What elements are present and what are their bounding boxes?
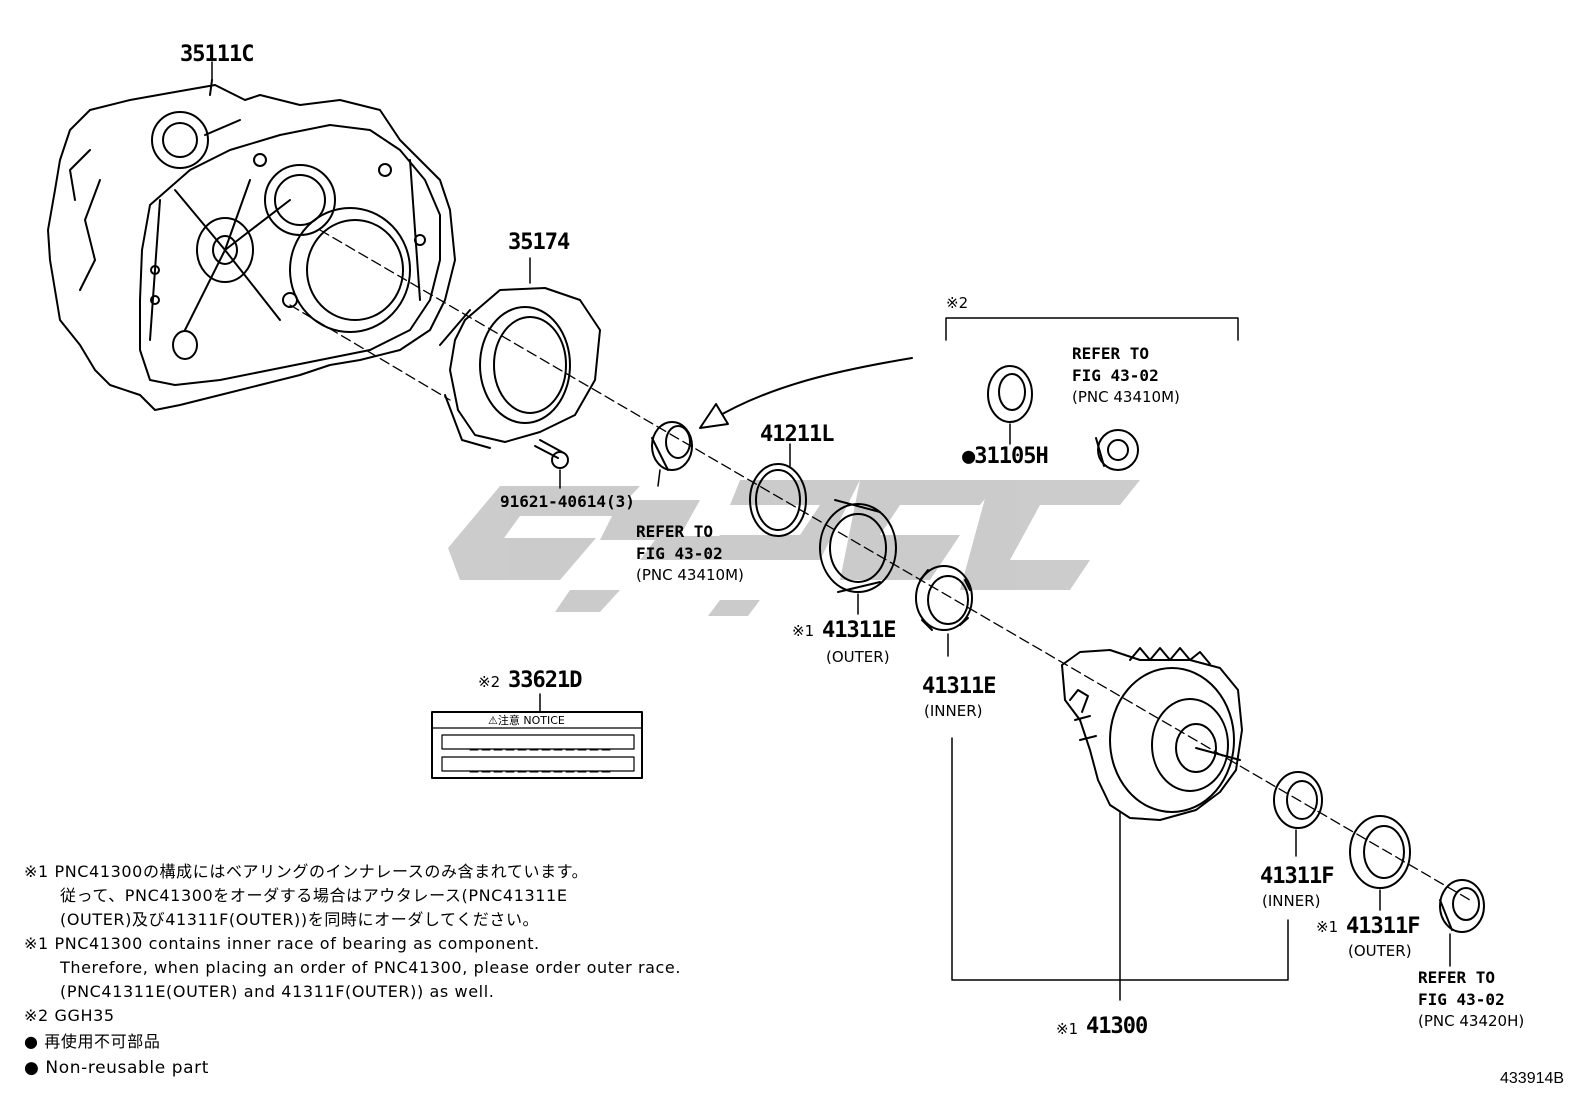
note-mark-notice-label: ※2 [478, 673, 501, 691]
inner-bearing-e-drawing [915, 565, 973, 657]
note-non-reusable-jp: ● 再使用不可部品 [24, 1032, 161, 1051]
bolt-drawing [534, 439, 569, 489]
figure-code: 433914B [1500, 1070, 1565, 1087]
group2-bracket [945, 317, 1239, 341]
ref-fig-right[interactable]: FIG 43-02 [1072, 366, 1159, 385]
part-label-inner-bearing-e[interactable]: 41311E [922, 674, 996, 699]
part-label-outer-race-e[interactable]: 41311E [822, 618, 896, 643]
group2-mark: ※2 [946, 294, 969, 312]
note-en-line-1: ※1 PNC41300 contains inner race of beari… [24, 934, 540, 953]
note-ggh35: ※2 GGH35 [24, 1006, 115, 1025]
curved-arrow [699, 357, 913, 429]
part-label-oil-seal-right[interactable]: ●31105H [962, 444, 1049, 469]
part-label-shim[interactable]: 41211L [760, 422, 834, 447]
note-mark-outer-e: ※1 [792, 622, 815, 640]
part-label-differential[interactable]: 41300 [1086, 1014, 1148, 1039]
shim-drawing [749, 443, 807, 537]
ref-fig-left[interactable]: FIG 43-02 [636, 544, 723, 563]
inner-bearing-f-drawing [1273, 771, 1323, 857]
part-sub-inner-e: (INNER) [924, 702, 983, 720]
ref-fig-end[interactable]: FIG 43-02 [1418, 990, 1505, 1009]
part-sub-outer-f: (OUTER) [1348, 942, 1412, 960]
note-jp-line-1: ※1 PNC41300の構成にはベアリングのインナレースのみ含まれています。 [24, 862, 589, 881]
note-en-line-3: (PNC41311E(OUTER) and 41311F(OUTER)) as … [60, 982, 495, 1001]
part-label-outer-race-f[interactable]: 41311F [1346, 914, 1420, 939]
oil-seal-right-drawing [987, 365, 1033, 445]
oil-seal-left-drawing [651, 421, 693, 487]
bearing-retainer-drawing [439, 257, 601, 449]
component-bracket [951, 737, 1289, 981]
center-axis-lines [289, 229, 1471, 901]
ref-label-end: REFER TO [1418, 968, 1496, 987]
part-label-bolt[interactable]: 91621-40614(3) [500, 492, 635, 511]
note-mark-diff: ※1 [1056, 1020, 1079, 1038]
part-sub-inner-f: (INNER) [1262, 892, 1321, 910]
note-jp-line-3: (OUTER)及び41311F(OUTER))を同時にオーダしてください。 [60, 910, 540, 929]
outer-race-f-drawing [1349, 815, 1411, 911]
outer-race-e-drawing [819, 499, 897, 615]
note-non-reusable-en: ● Non-reusable part [24, 1058, 210, 1078]
ref-pnc-right: (PNC 43410M) [1072, 388, 1180, 406]
differential-drawing [1061, 647, 1243, 1001]
part-label-notice[interactable]: 33621D [508, 668, 582, 693]
part-label-case[interactable]: 35111C [180, 42, 254, 67]
part-sub-outer-e: (OUTER) [826, 648, 890, 666]
notice-label-text: ⚠注意 NOTICE [488, 714, 565, 727]
ref-pnc-end: (PNC 43420H) [1418, 1012, 1525, 1030]
part-label-inner-bearing-f[interactable]: 41311F [1260, 864, 1334, 889]
oil-seal-end-drawing [1439, 879, 1485, 967]
note-jp-line-2: 従って、PNC41300をオーダする場合はアウタレース(PNC41311E [60, 886, 568, 905]
ref-label-left: REFER TO [636, 522, 714, 541]
note-mark-outer-f: ※1 [1316, 918, 1339, 936]
ref-label-right: REFER TO [1072, 344, 1150, 363]
note-en-line-2: Therefore, when placing an order of PNC4… [60, 958, 682, 977]
ref-pnc-left: (PNC 43410M) [636, 566, 744, 584]
transaxle-case-drawing [47, 79, 456, 411]
oil-seal-ref-right-drawing [1095, 429, 1139, 471]
part-label-plate[interactable]: 35174 [508, 230, 570, 255]
notice-label-drawing [431, 693, 643, 779]
